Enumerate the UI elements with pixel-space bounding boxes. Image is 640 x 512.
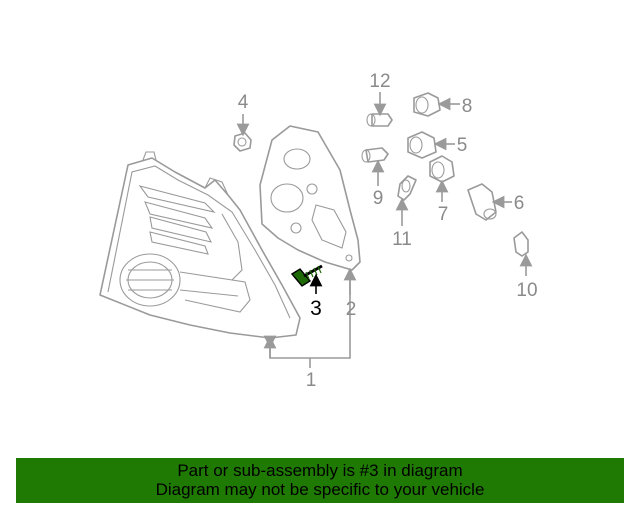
- callout-9: 9: [373, 188, 384, 209]
- bulb-part-10: [513, 231, 529, 257]
- callout-labels: 1 2 3 4 5 6 7 8 9 10 11 12: [238, 71, 538, 391]
- socket-part-7: [429, 155, 455, 183]
- banner-line-2: Diagram may not be specific to your vehi…: [155, 480, 485, 499]
- info-banner: Part or sub-assembly is #3 in diagram Di…: [16, 458, 624, 503]
- screw-part-3: [290, 264, 323, 287]
- callout-6: 6: [514, 193, 525, 214]
- callout-10: 10: [516, 280, 537, 301]
- socket-part-5: [407, 131, 437, 159]
- backing-plate-gasket: [259, 125, 361, 271]
- callout-5: 5: [457, 135, 468, 156]
- wedge-bulb-part-9: [361, 147, 389, 163]
- callout-1: 1: [306, 370, 317, 391]
- bulb-part-11: [397, 175, 417, 201]
- socket-part-8: [413, 92, 441, 117]
- parts-diagram: 1 2 3 4 5 6 7 8 9 10 11 12: [99, 71, 538, 391]
- banner-line-1: Part or sub-assembly is #3 in diagram: [177, 461, 463, 480]
- callout-12: 12: [369, 71, 390, 92]
- clip-nut-part-4: [233, 132, 252, 152]
- callout-11: 11: [392, 229, 412, 250]
- callout-7: 7: [438, 204, 449, 225]
- callout-2: 2: [346, 299, 357, 320]
- leader-lines: [236, 92, 533, 368]
- callout-3: 3: [310, 297, 322, 320]
- wedge-bulb-part-12: [366, 113, 393, 127]
- socket-part-6: [467, 183, 497, 221]
- callout-4: 4: [238, 92, 249, 113]
- tail-lamp-housing: [99, 151, 301, 339]
- callout-8: 8: [462, 96, 473, 117]
